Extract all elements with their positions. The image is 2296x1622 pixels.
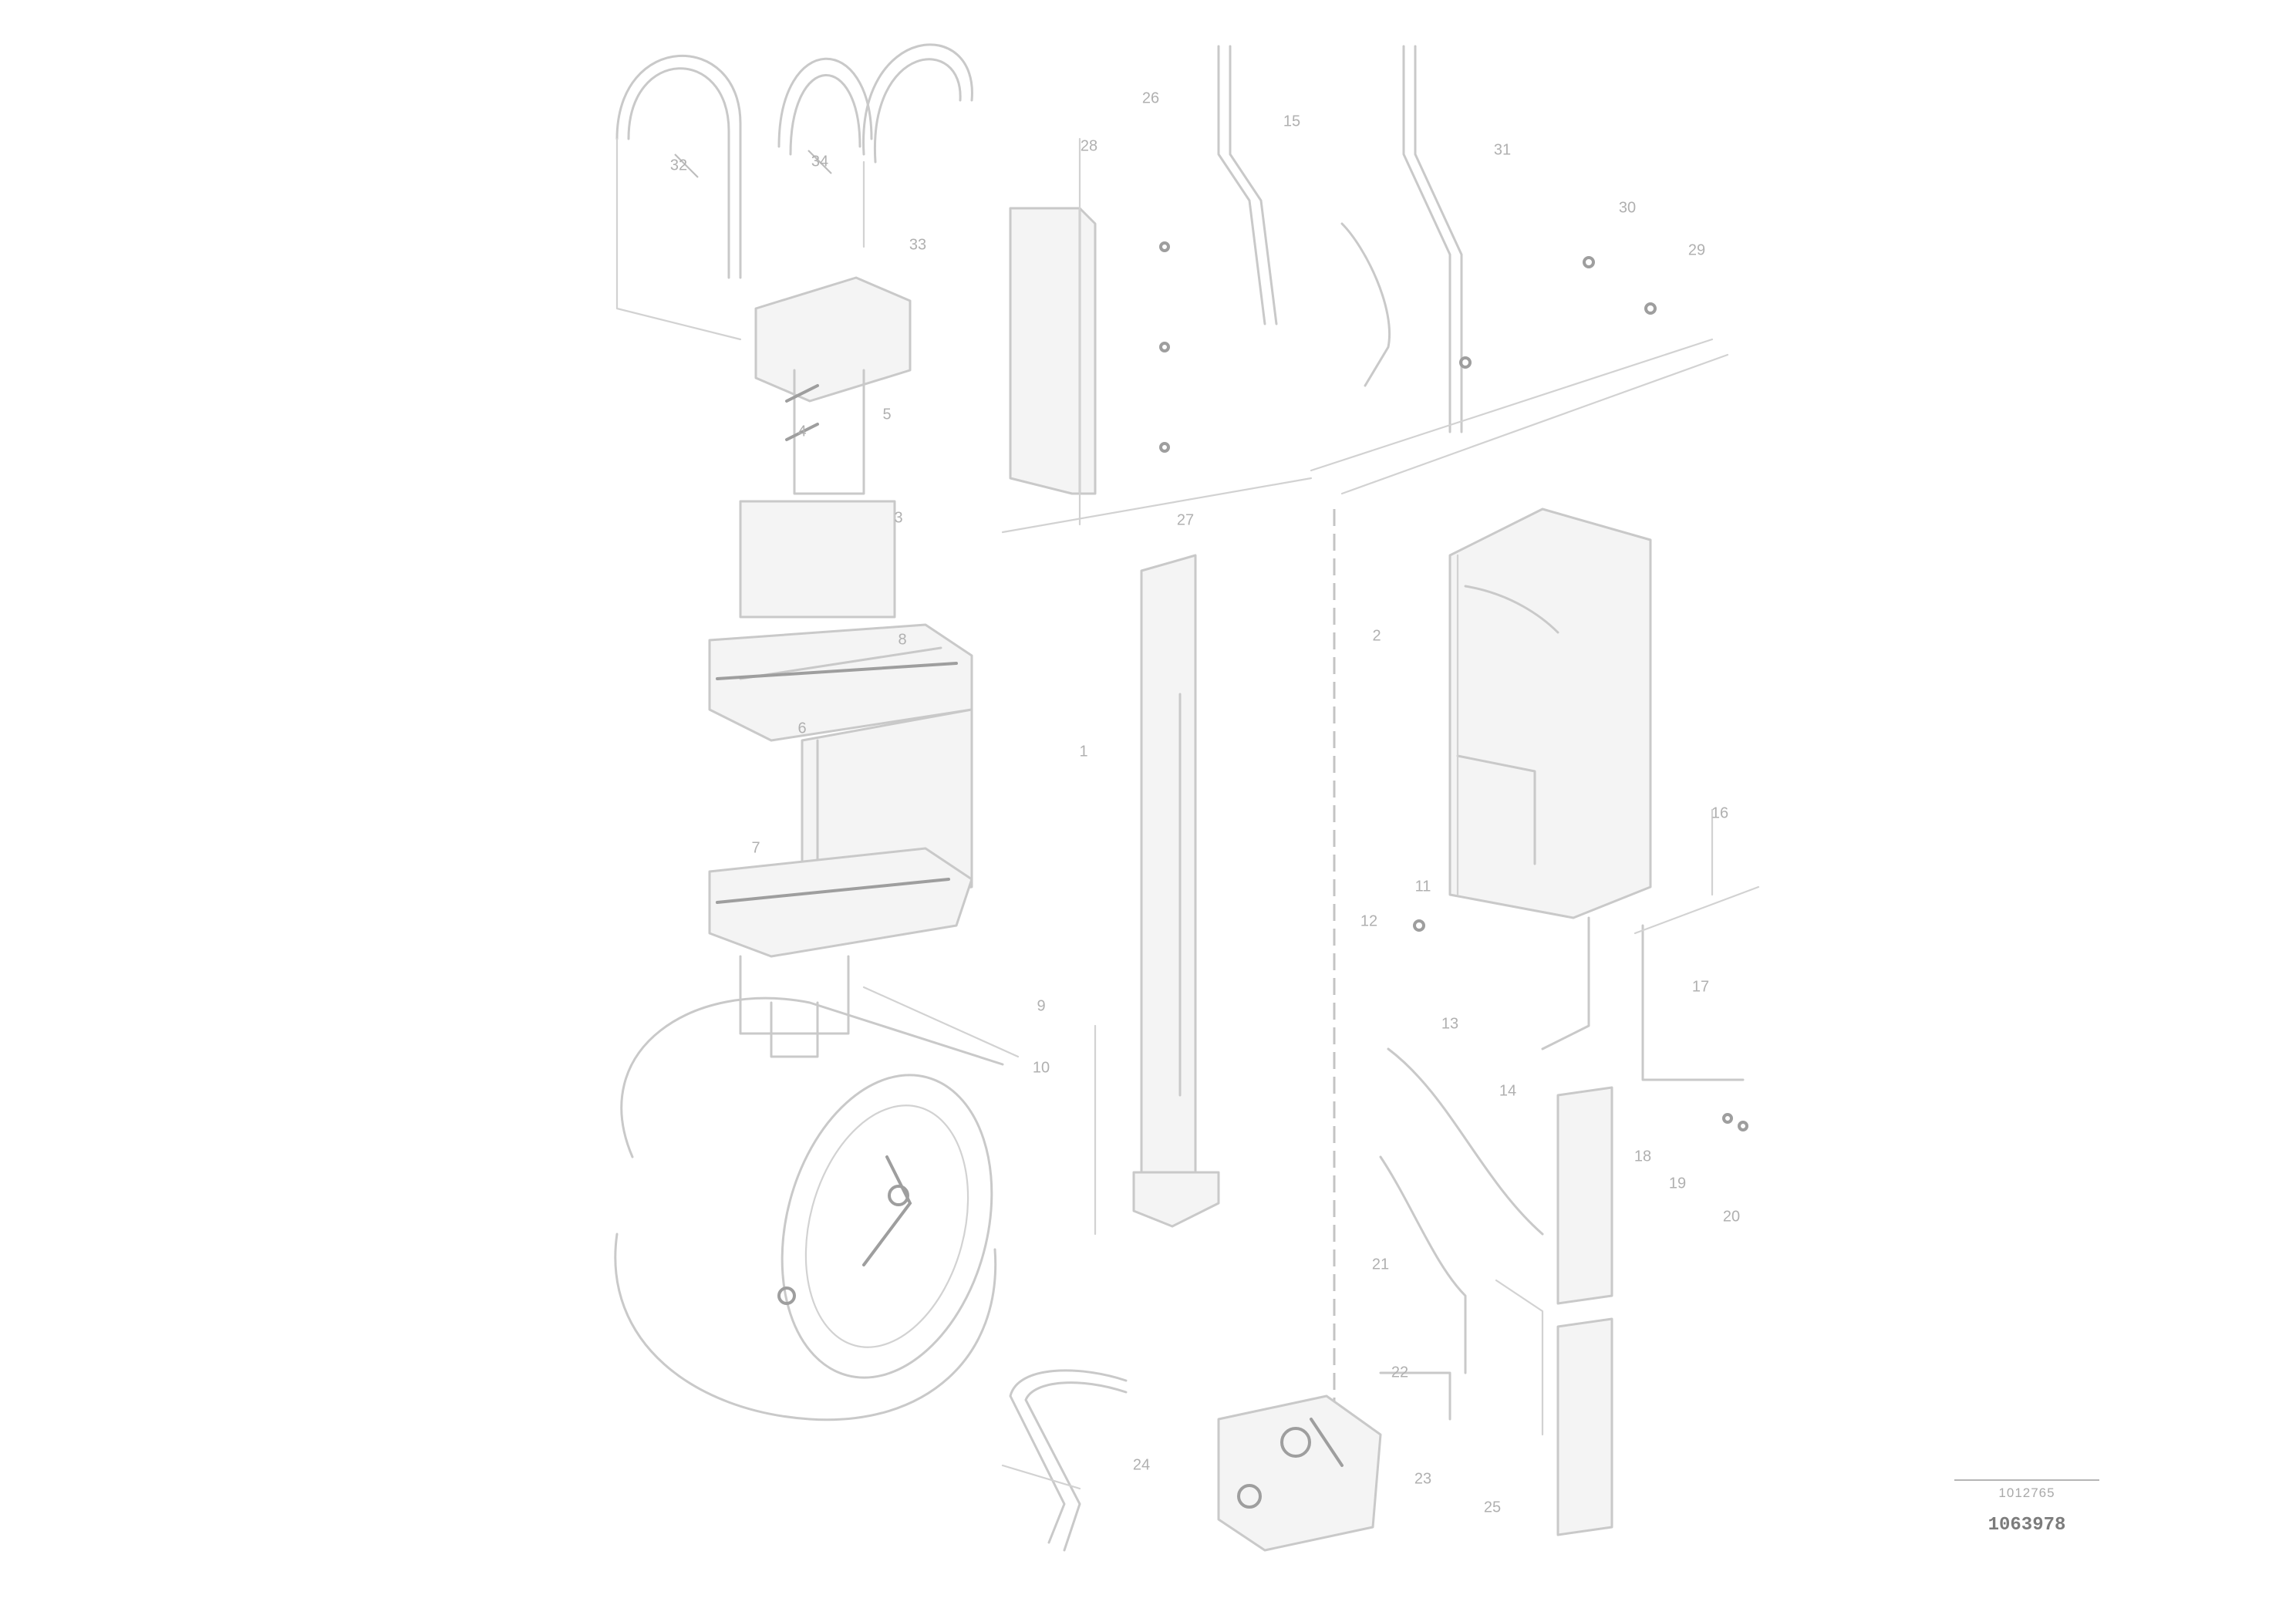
callout-7: 7 [751, 839, 760, 856]
callout-11: 11 [1415, 878, 1431, 895]
callout-21: 21 [1372, 1256, 1389, 1273]
callout-16: 16 [1711, 804, 1728, 821]
callout-17: 17 [1692, 978, 1709, 995]
callout-2: 2 [1372, 627, 1381, 644]
callout-8: 8 [898, 631, 906, 648]
callout-14: 14 [1499, 1082, 1516, 1099]
drawing-reference-block: 1012765 1063978 [1950, 1479, 2104, 1536]
callout-5: 5 [882, 406, 891, 423]
callout-31: 31 [1494, 141, 1511, 158]
callout-19: 19 [1669, 1175, 1686, 1192]
cover-panel [1448, 508, 1652, 919]
fuel-tank [614, 996, 1004, 1421]
bracket-plate-left [1009, 137, 1097, 526]
callout-26: 26 [1142, 89, 1159, 106]
rods [1001, 45, 1729, 534]
callout-32: 32 [670, 157, 687, 174]
callout-24: 24 [1133, 1456, 1150, 1473]
callout-12: 12 [1360, 912, 1377, 929]
drawing-subtitle: 1012765 [1998, 1485, 2055, 1500]
reference-divider [1954, 1479, 2099, 1481]
callout-1: 1 [1079, 743, 1087, 760]
hose-loops [615, 43, 973, 341]
callout-30: 30 [1619, 199, 1636, 216]
control-tower [708, 276, 1020, 1058]
callout-13: 13 [1441, 1015, 1458, 1032]
callout-28: 28 [1081, 137, 1097, 154]
callout-9: 9 [1037, 997, 1045, 1014]
right-bracket [1379, 808, 1760, 1536]
callout-34: 34 [811, 153, 828, 170]
callout-33: 33 [909, 236, 926, 253]
callout-29: 29 [1688, 241, 1705, 258]
callouts: 32 34 33 26 15 31 30 29 27 28 4 5 3 6 7 … [670, 89, 1740, 1516]
callout-20: 20 [1723, 1208, 1740, 1225]
callout-23: 23 [1414, 1470, 1431, 1487]
fasteners [1159, 241, 1748, 1131]
pump-assembly [1217, 1371, 1451, 1552]
callout-18: 18 [1634, 1148, 1651, 1165]
vertical-column [1094, 554, 1220, 1236]
callout-27: 27 [1177, 511, 1194, 528]
callout-4: 4 [797, 423, 806, 440]
callout-10: 10 [1033, 1059, 1050, 1076]
drawing-code: 1063978 [1988, 1515, 2066, 1536]
callout-15: 15 [1283, 113, 1300, 130]
callout-3: 3 [894, 509, 902, 526]
callout-25: 25 [1484, 1499, 1501, 1516]
callout-22: 22 [1391, 1364, 1408, 1381]
callout-6: 6 [797, 720, 806, 737]
lower-pipe [1001, 1369, 1128, 1552]
